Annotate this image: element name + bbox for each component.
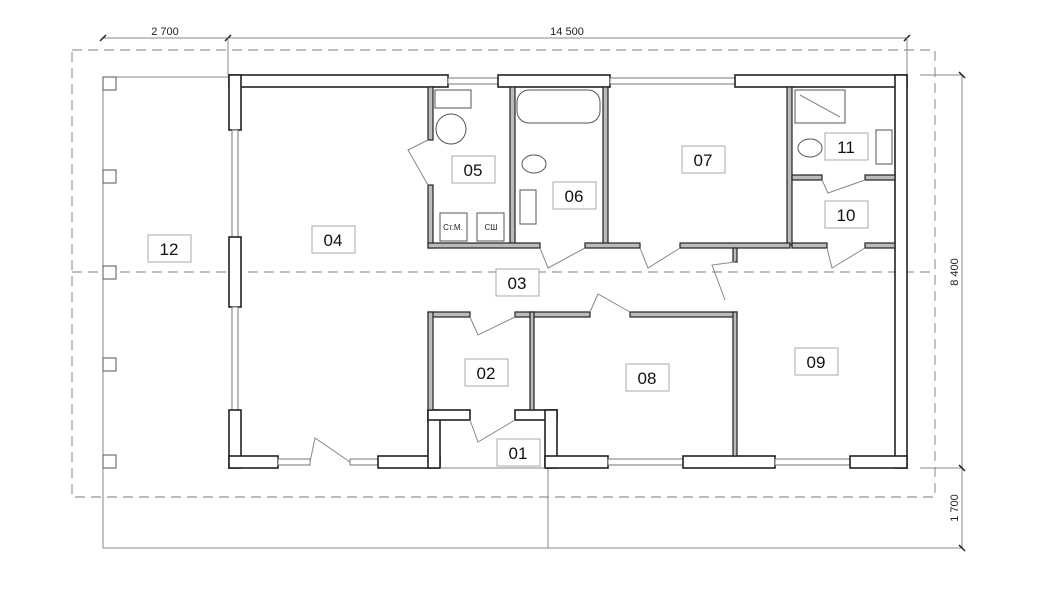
- washing-machine-icon: [439, 212, 468, 242]
- room-labels: 01 02 03 04 05 06 07 08 09 10 11 12: [147, 132, 869, 467]
- dryer-label: СШ: [484, 223, 497, 232]
- room-label-07: 07: [681, 145, 726, 174]
- dimension-terrace-width: 2 700: [151, 26, 179, 38]
- svg-text:04: 04: [324, 231, 343, 250]
- dimension-house-length: 14 500: [550, 26, 584, 38]
- dimension-right: 8 400 1 700: [548, 71, 966, 552]
- room-label-02: 02: [464, 358, 509, 387]
- svg-text:10: 10: [837, 206, 856, 225]
- room-label-08: 08: [625, 363, 670, 392]
- svg-text:07: 07: [694, 151, 713, 170]
- room-label-06: 06: [552, 181, 597, 210]
- svg-text:11: 11: [837, 138, 855, 157]
- toilet-icon: [521, 154, 547, 174]
- svg-text:02: 02: [477, 364, 496, 383]
- room-label-01: 01: [496, 438, 541, 467]
- svg-text:06: 06: [565, 187, 584, 206]
- room-label-12: 12: [147, 234, 192, 263]
- svg-text:05: 05: [464, 161, 483, 180]
- room-label-04: 04: [311, 225, 356, 254]
- svg-text:08: 08: [638, 369, 657, 388]
- terrace: [102, 76, 549, 549]
- boiler-icon: [435, 113, 467, 145]
- door-swings: [309, 139, 866, 463]
- dimension-top: 2 700 14 500: [99, 26, 911, 75]
- room-label-10: 10: [824, 200, 869, 229]
- interior-walls: [427, 86, 896, 457]
- dimension-house-depth: 8 400: [949, 258, 961, 286]
- washbasin-icon: [875, 129, 893, 165]
- fixtures: Ст.М. СШ: [434, 89, 893, 242]
- svg-text:01: 01: [509, 444, 528, 463]
- shower-icon: [794, 89, 846, 124]
- toilet-icon: [797, 138, 823, 158]
- dimension-porch-depth: 1 700: [949, 494, 961, 522]
- room-label-05: 05: [451, 155, 496, 184]
- room-label-11: 11: [824, 132, 869, 161]
- washing-machine-label: Ст.М.: [443, 223, 463, 232]
- svg-text:12: 12: [160, 240, 179, 259]
- exterior-walls: [228, 74, 908, 469]
- svg-text:03: 03: [508, 274, 527, 293]
- dryer-icon: [476, 212, 505, 242]
- room-label-03: 03: [495, 268, 540, 297]
- room-label-09: 09: [794, 347, 839, 376]
- bathtub-icon: [516, 89, 601, 124]
- sink-icon: [434, 89, 472, 109]
- svg-text:09: 09: [807, 353, 826, 372]
- washbasin-icon: [519, 189, 537, 225]
